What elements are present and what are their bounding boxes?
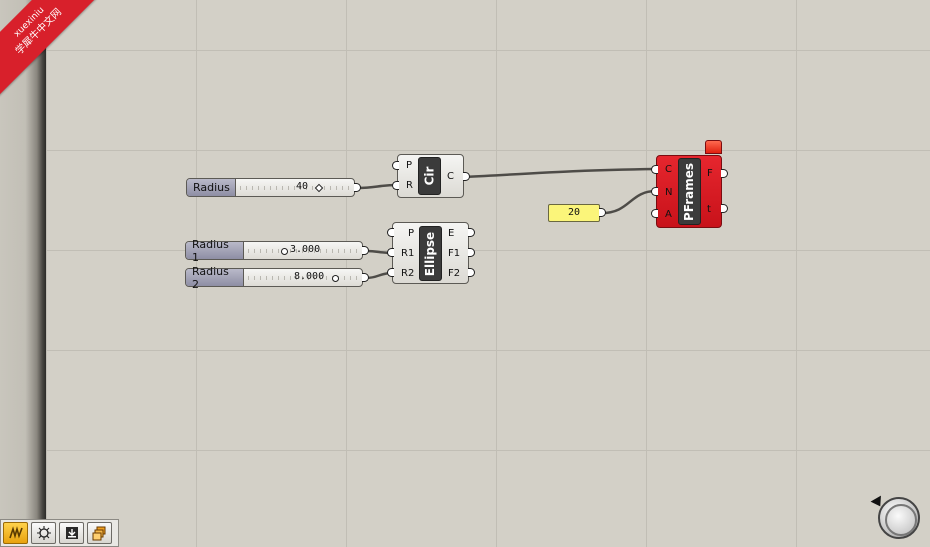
- circle-component[interactable]: P R Cir C: [397, 154, 464, 198]
- ellipse-input-r1: R1: [401, 248, 415, 259]
- pframes-title-text: PFrames: [682, 162, 697, 221]
- slider-radius[interactable]: Radius 40: [186, 178, 355, 197]
- ellipse-title: Ellipse: [419, 226, 442, 281]
- pframes-port-f[interactable]: [721, 169, 728, 178]
- pframes-component[interactable]: C N A PFrames F t: [656, 155, 722, 228]
- slider-radius1-output-port[interactable]: [362, 246, 369, 255]
- circle-port-c[interactable]: [463, 172, 470, 181]
- slider-radius2-label: Radius 2: [186, 265, 244, 291]
- ellipse-title-text: Ellipse: [423, 231, 438, 276]
- number-panel-output-port[interactable]: [599, 208, 606, 217]
- pframes-port-c[interactable]: [651, 165, 658, 174]
- ellipse-input-p: P: [408, 228, 415, 239]
- bake-icon[interactable]: [31, 522, 56, 544]
- slider-radius2-output-port[interactable]: [362, 273, 369, 282]
- pframes-input-n: N: [665, 187, 673, 198]
- pframes-output-t: t: [707, 204, 711, 215]
- pframes-input-a: A: [665, 209, 672, 220]
- circle-output-c: C: [447, 171, 454, 182]
- pframes-output-f: F: [707, 168, 713, 179]
- navigation-compass[interactable]: [878, 497, 920, 539]
- slider-radius2-track[interactable]: 8.000: [248, 269, 358, 286]
- slider-radius-output-port[interactable]: [354, 183, 361, 192]
- circle-title-text: Cir: [422, 166, 437, 186]
- circle-input-r: R: [406, 180, 413, 191]
- layers-icon[interactable]: [87, 522, 112, 544]
- circle-title: Cir: [418, 157, 441, 195]
- slider-radius-track[interactable]: 40: [240, 179, 350, 196]
- slider-radius1-track[interactable]: 3.000: [248, 242, 358, 259]
- canvas-toolbar: [0, 519, 119, 547]
- ellipse-port-f1[interactable]: [468, 248, 475, 257]
- slider-radius2-value: 8.000: [294, 271, 325, 282]
- slider-radius-grip[interactable]: [314, 183, 324, 193]
- slider-radius1[interactable]: Radius 1 3.000: [185, 238, 363, 264]
- slider-radius1-label: Radius 1: [186, 238, 244, 264]
- number-panel[interactable]: 20: [548, 204, 600, 222]
- ellipse-port-f2[interactable]: [468, 268, 475, 277]
- pframes-port-t[interactable]: [721, 204, 728, 213]
- ellipse-port-p[interactable]: [387, 228, 394, 237]
- ellipse-input-r2: R2: [401, 268, 415, 279]
- grasshopper-canvas[interactable]: [46, 0, 930, 547]
- pframes-input-c: C: [665, 164, 672, 175]
- ellipse-port-r2[interactable]: [387, 268, 394, 277]
- circle-port-p[interactable]: [392, 161, 399, 170]
- slider-radius1-grip[interactable]: [281, 248, 288, 255]
- slider-radius1-value: 3.000: [290, 244, 321, 255]
- circle-input-p: P: [406, 160, 413, 171]
- warning-flag[interactable]: [705, 140, 722, 154]
- slider-radius-label: Radius: [187, 179, 236, 196]
- ellipse-output-f1: F1: [448, 248, 461, 259]
- pframes-port-n[interactable]: [651, 187, 658, 196]
- grasshopper-logo-icon[interactable]: [3, 522, 28, 544]
- ellipse-port-r1[interactable]: [387, 248, 394, 257]
- left-side-panel: [0, 0, 46, 547]
- ellipse-port-e[interactable]: [468, 228, 475, 237]
- slider-radius2-grip[interactable]: [332, 275, 339, 282]
- ellipse-output-f2: F2: [448, 268, 461, 279]
- pframes-port-a[interactable]: [651, 209, 658, 218]
- download-icon[interactable]: [59, 522, 84, 544]
- slider-radius-value: 40: [296, 181, 309, 192]
- circle-port-r[interactable]: [392, 181, 399, 190]
- ellipse-output-e: E: [448, 228, 455, 239]
- pframes-title: PFrames: [678, 158, 701, 225]
- ellipse-component[interactable]: P R1 R2 Ellipse E F1 F2: [392, 222, 469, 284]
- slider-radius2[interactable]: Radius 2 8.000: [185, 265, 363, 291]
